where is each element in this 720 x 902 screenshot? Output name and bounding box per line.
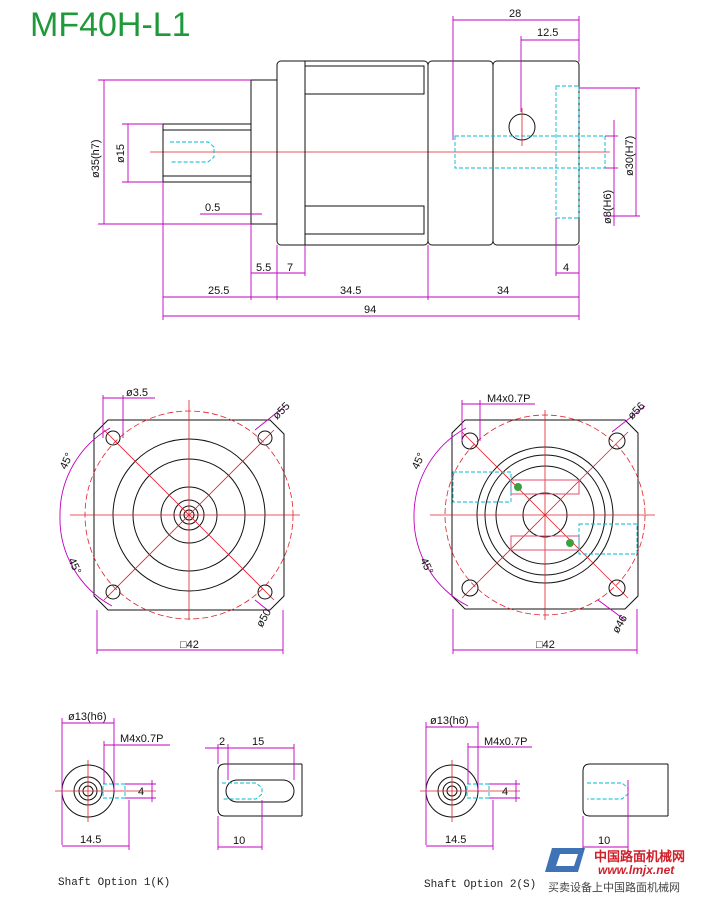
dim-12-5: 12.5 xyxy=(537,27,558,39)
dim-d3-5: ø3.5 xyxy=(126,387,148,399)
angle-45-bottom-left: 45° xyxy=(65,556,83,576)
angle-45-top-right: 45° xyxy=(410,451,428,471)
mount-hole xyxy=(461,579,479,597)
thread-m4-right: M4x0.7P xyxy=(487,393,530,405)
dim-4-s: 4 xyxy=(502,786,508,798)
dim-28: 28 xyxy=(509,8,521,20)
mount-hole xyxy=(105,430,121,446)
hidden-slot xyxy=(452,471,512,503)
dim-5-5: 5.5 xyxy=(256,262,271,274)
dim-d30: ø30(H7) xyxy=(624,136,636,176)
mount-hole xyxy=(461,432,479,450)
adapter-square xyxy=(451,419,639,610)
model-title: MF40H-L1 xyxy=(30,6,191,44)
watermark-line2: www.lmjx.net xyxy=(598,863,675,877)
dim-10-k: 10 xyxy=(233,835,245,847)
pilot-recess-hidden xyxy=(555,85,580,219)
dim-0-5: 0.5 xyxy=(205,202,220,214)
dim-15-k: 15 xyxy=(252,736,264,748)
screw-mark xyxy=(514,483,522,491)
dim-square-42-left: □42 xyxy=(180,639,199,651)
front-view-output: ø3.5 ø55 ø50 45° 45° □42 xyxy=(58,387,300,654)
mount-hole xyxy=(257,430,273,446)
watermark-line3: 买卖设备上中国路面机械网 xyxy=(548,881,680,894)
mount-hole xyxy=(105,584,121,600)
hidden-slot xyxy=(578,523,638,555)
angle-45-bottom-right: 45° xyxy=(417,556,435,576)
dim-d13-k: ø13(h6) xyxy=(68,711,107,723)
dim-4: 4 xyxy=(563,262,569,274)
mount-hole xyxy=(608,432,626,450)
input-bore-hidden xyxy=(454,135,606,169)
shaft-option-s: ø13(h6) M4x0.7P 4 14.5 10 xyxy=(420,715,669,850)
thread-m4-k: M4x0.7P xyxy=(120,733,163,745)
caption-shaft-k: Shaft Option 1(K) xyxy=(58,877,171,889)
dim-2-k: 2 xyxy=(219,736,225,748)
front-view-input: M4x0.7P ø56 ø46 45° 45° □42 xyxy=(410,393,655,654)
housing-slot-top xyxy=(304,65,425,95)
dim-25-5: 25.5 xyxy=(208,285,229,297)
mount-hole xyxy=(257,584,273,600)
adapter-block xyxy=(427,60,494,246)
tapped-hole-hidden xyxy=(170,141,215,163)
flange-square xyxy=(93,419,285,611)
dim-d35: ø35(h7) xyxy=(90,139,102,178)
mount-hole xyxy=(608,579,626,597)
dim-10-s: 10 xyxy=(598,835,610,847)
dim-d55: ø55 xyxy=(271,400,293,422)
clamp-block xyxy=(492,60,580,246)
caption-shaft-s: Shaft Option 2(S) xyxy=(424,879,537,891)
dim-d46: ø46 xyxy=(610,613,630,635)
shaft-option-k: ø13(h6) M4x0.7P 4 14.5 2 15 10 xyxy=(55,711,303,850)
watermark-logo-icon xyxy=(545,848,585,872)
dim-d8: ø8(H6) xyxy=(602,190,614,224)
watermark-line1: 中国路面机械网 xyxy=(594,850,686,865)
angle-45-top-left: 45° xyxy=(58,451,76,471)
dim-4-k: 4 xyxy=(138,786,144,798)
housing-slot-bottom xyxy=(304,205,425,235)
dim-square-42-right: □42 xyxy=(536,639,555,651)
dim-7: 7 xyxy=(287,262,293,274)
dim-34: 34 xyxy=(497,285,509,297)
dim-14-5-s: 14.5 xyxy=(445,834,466,846)
screw-mark xyxy=(566,539,574,547)
dim-d13-s: ø13(h6) xyxy=(430,715,469,727)
dim-94: 94 xyxy=(364,304,376,316)
gear-housing xyxy=(276,60,429,246)
output-shaft xyxy=(162,123,252,183)
dim-14-5-k: 14.5 xyxy=(80,834,101,846)
dim-d15: ø15 xyxy=(115,144,127,163)
thread-m4-s: M4x0.7P xyxy=(484,736,527,748)
dim-34-5: 34.5 xyxy=(340,285,361,297)
side-view: 28 12.5 ø35(h7) ø15 ø30(H7) ø8(H6) xyxy=(90,8,640,320)
